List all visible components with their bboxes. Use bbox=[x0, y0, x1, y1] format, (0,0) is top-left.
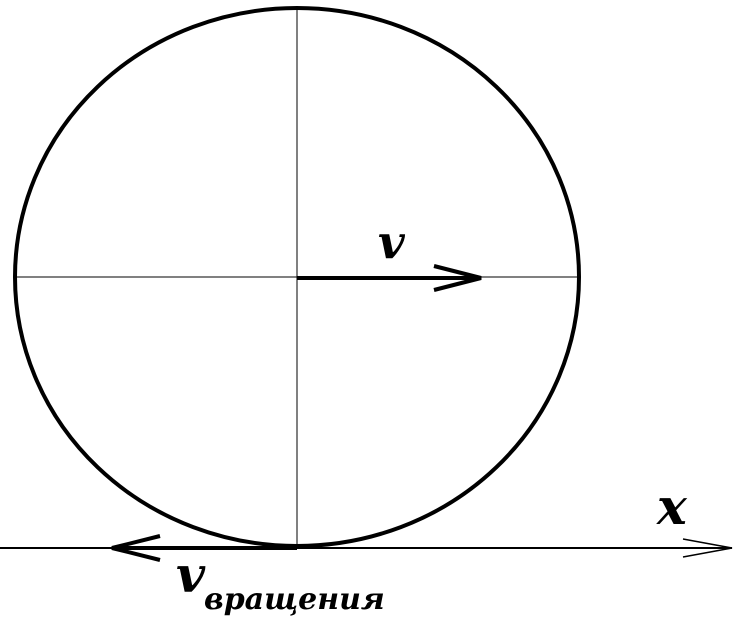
velocity-center-label: v bbox=[378, 215, 406, 269]
x-axis-arrowhead bbox=[682, 538, 733, 558]
velocity-center-arrowhead bbox=[433, 264, 482, 292]
velocity-rotation-arrowhead bbox=[111, 534, 161, 562]
axis-x-label: x bbox=[656, 477, 688, 536]
velocity-rotation-subscript: вращения bbox=[204, 582, 385, 617]
velocity-rotation-label: v bbox=[176, 545, 206, 604]
